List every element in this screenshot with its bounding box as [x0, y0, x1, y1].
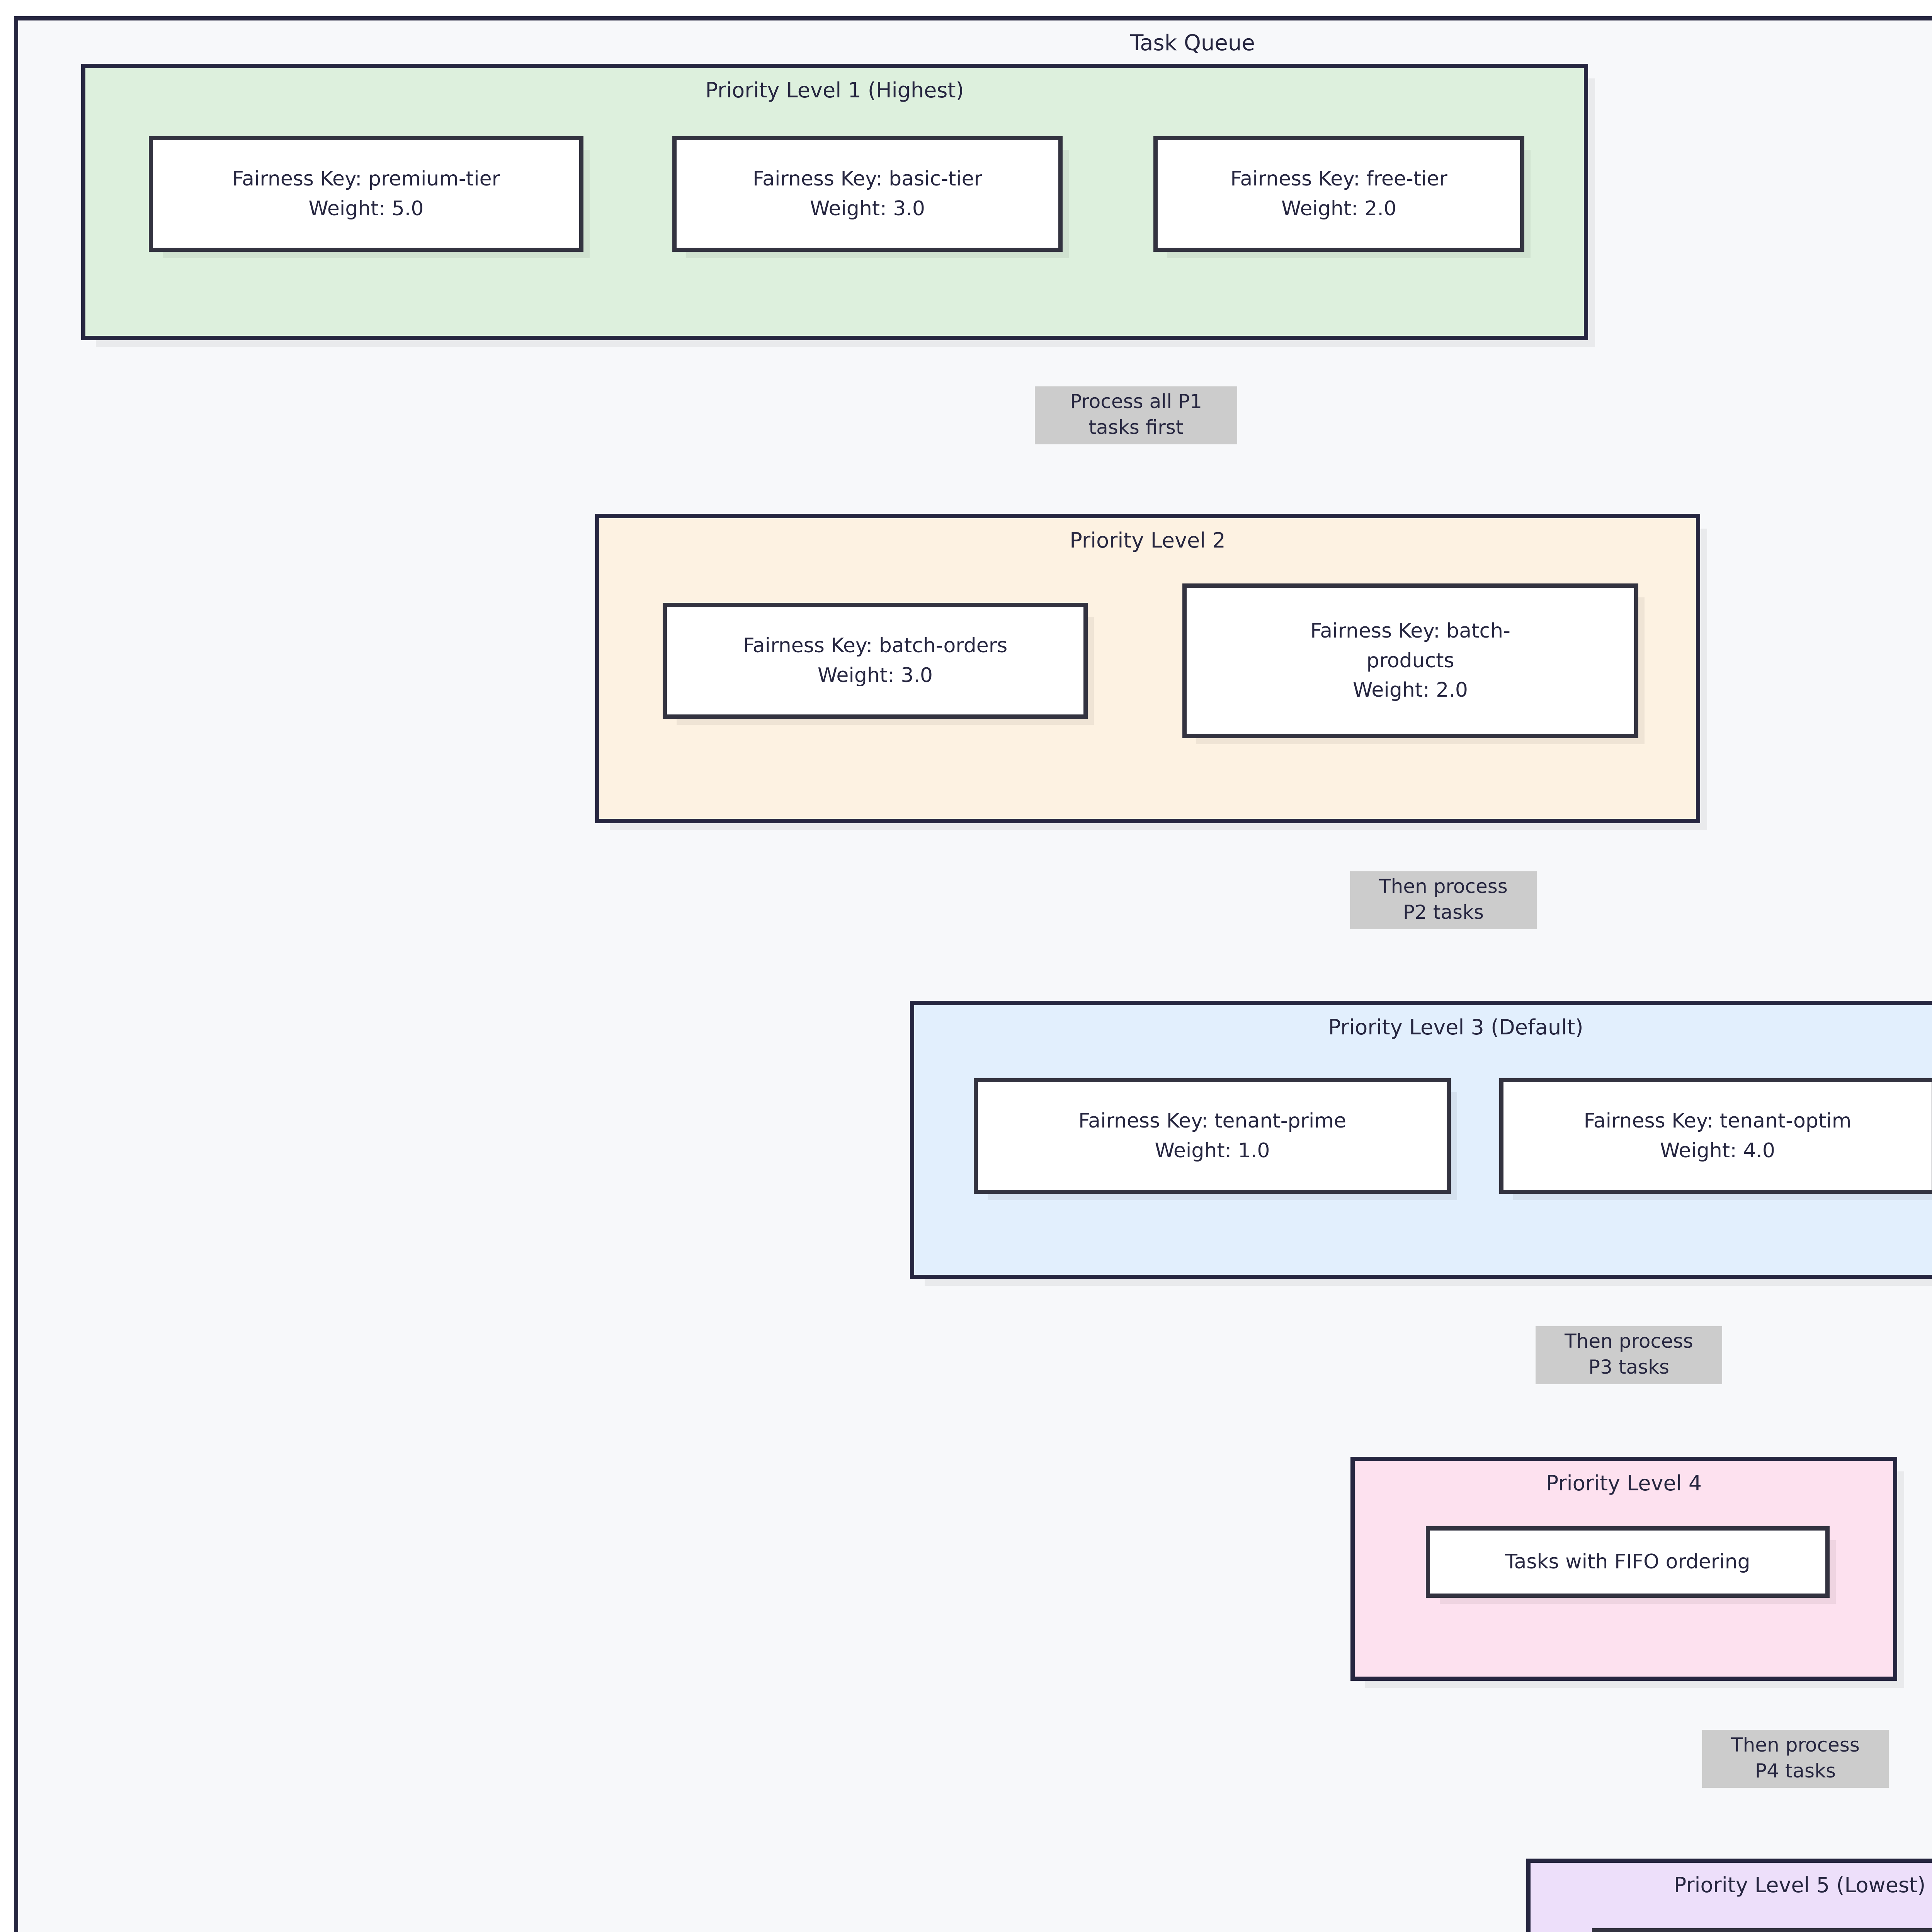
- fairness-key-node-batch-orders[interactable]: Fairness Key: batch-orders Weight: 3.0: [663, 603, 1088, 719]
- edge-label-line1: Then process: [1731, 1734, 1860, 1756]
- edge-label-line2: P3 tasks: [1588, 1356, 1670, 1378]
- fairness-key-node-tenant-optim[interactable]: Fairness Key: tenant-optim Weight: 4.0: [1499, 1078, 1932, 1194]
- weight-label: Weight: 5.0: [308, 197, 424, 220]
- fairness-key-label: Fairness Key: basic-tier: [752, 167, 983, 191]
- fairness-key-label: Fairness Key: tenant-prime: [1078, 1109, 1346, 1133]
- fairness-key-node-batch-products[interactable]: Fairness Key: batch- products Weight: 2.…: [1182, 583, 1638, 738]
- edge-label-line2: P4 tasks: [1755, 1760, 1836, 1782]
- fairness-key-label: Fairness Key: tenant-optim: [1583, 1109, 1852, 1133]
- fifo-node-level-5[interactable]: Tasks with FIFO ordering: [1592, 1928, 1932, 1932]
- priority-level-5-container[interactable]: Priority Level 5 (Lowest): [1526, 1859, 1932, 1932]
- weight-label: Weight: 3.0: [810, 197, 925, 220]
- fifo-node-level-4[interactable]: Tasks with FIFO ordering: [1426, 1526, 1830, 1598]
- fairness-key-label: Fairness Key: batch-orders: [743, 634, 1008, 658]
- weight-label: Weight: 1.0: [1155, 1139, 1270, 1162]
- edge-label-p4-to-p5: Then process P4 tasks: [1702, 1730, 1889, 1788]
- fairness-key-label: Fairness Key: premium-tier: [232, 167, 500, 191]
- fairness-key-label: Fairness Key: free-tier: [1230, 167, 1447, 191]
- edge-label-p1-to-p2: Process all P1 tasks first: [1035, 386, 1237, 444]
- fifo-label: Tasks with FIFO ordering: [1505, 1550, 1750, 1574]
- priority-level-1-title: Priority Level 1 (Highest): [705, 78, 964, 102]
- fairness-key-label: Fairness Key: batch-: [1310, 619, 1510, 643]
- fairness-key-node-free-tier[interactable]: Fairness Key: free-tier Weight: 2.0: [1153, 136, 1524, 252]
- fairness-key-node-tenant-prime[interactable]: Fairness Key: tenant-prime Weight: 1.0: [974, 1078, 1451, 1194]
- weight-label: Weight: 2.0: [1353, 679, 1468, 702]
- weight-label: Weight: 4.0: [1660, 1139, 1775, 1162]
- task-queue-title: Task Queue: [1130, 31, 1255, 56]
- fairness-key-node-premium-tier[interactable]: Fairness Key: premium-tier Weight: 5.0: [149, 136, 583, 252]
- edge-label-line2: P2 tasks: [1403, 901, 1484, 923]
- fairness-key-node-basic-tier[interactable]: Fairness Key: basic-tier Weight: 3.0: [672, 136, 1063, 252]
- priority-level-3-title: Priority Level 3 (Default): [1328, 1015, 1583, 1039]
- fairness-key-label-wrap: products: [1366, 649, 1454, 672]
- priority-level-5-title: Priority Level 5 (Lowest): [1673, 1873, 1926, 1897]
- priority-level-4-title: Priority Level 4: [1546, 1471, 1702, 1495]
- edge-label-line1: Then process: [1379, 875, 1508, 898]
- weight-label: Weight: 2.0: [1281, 197, 1396, 220]
- edge-label-line1: Process all P1: [1070, 390, 1202, 413]
- priority-level-2-title: Priority Level 2: [1070, 528, 1226, 553]
- edge-label-p3-to-p4: Then process P3 tasks: [1536, 1326, 1722, 1384]
- weight-label: Weight: 3.0: [818, 664, 933, 687]
- edge-label-line1: Then process: [1565, 1330, 1693, 1352]
- edge-label-p2-to-p3: Then process P2 tasks: [1350, 871, 1537, 929]
- edge-label-line2: tasks first: [1088, 416, 1184, 439]
